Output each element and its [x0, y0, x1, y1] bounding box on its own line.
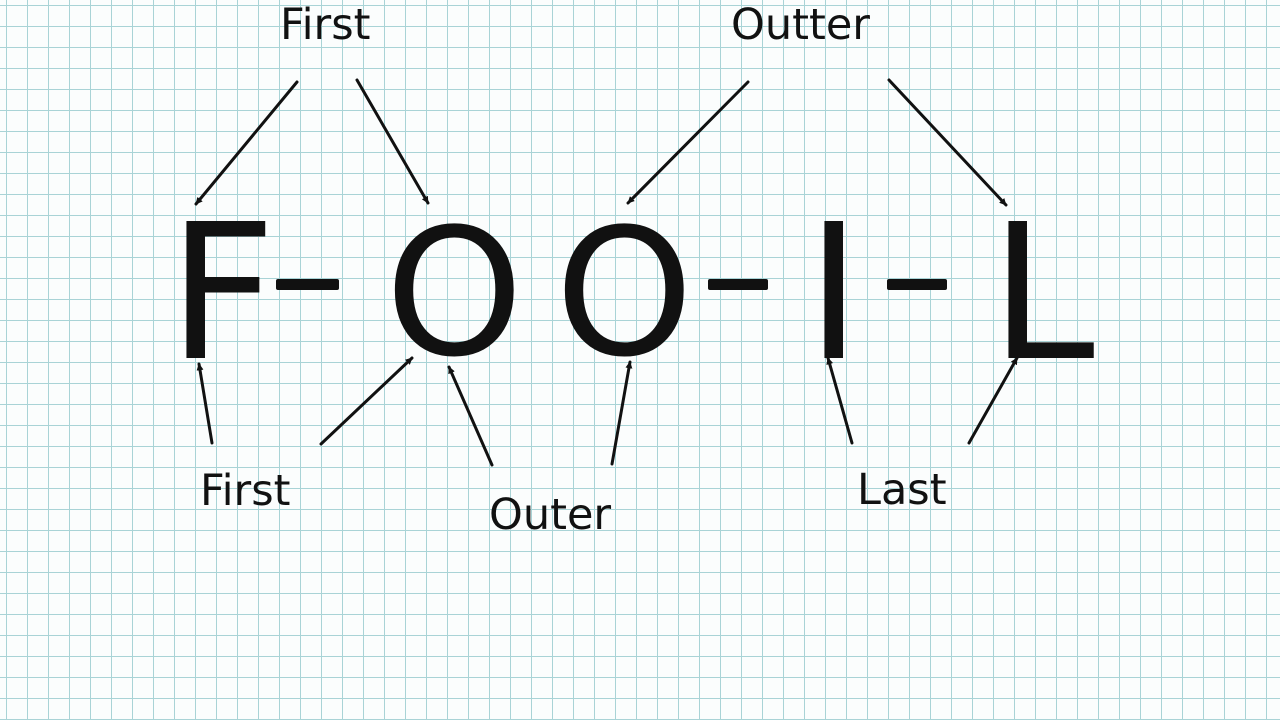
hyphen-2 — [708, 279, 768, 290]
label-bottom-last: Last — [857, 465, 947, 515]
arrow-bottom-outer-to-o2 — [610, 360, 633, 466]
letter-o-first: O — [385, 191, 524, 396]
letter-i: I — [806, 184, 862, 403]
arrow-top-outter-to-l — [887, 78, 1008, 207]
letter-f: F — [168, 184, 277, 403]
label-top-first: First — [280, 0, 371, 50]
arrow-bottom-first-to-o1 — [319, 356, 414, 446]
label-bottom-first: First — [200, 466, 291, 516]
arrow-bottom-last-to-i — [826, 356, 854, 445]
letter-o-second: O — [555, 191, 694, 396]
arrow-top-first-to-o1 — [355, 78, 430, 205]
label-top-outter: Outter — [731, 0, 870, 50]
arrow-bottom-last-to-l — [967, 356, 1019, 445]
arrow-top-outter-to-o2 — [626, 80, 750, 205]
arrow-bottom-first-to-f — [196, 362, 214, 445]
label-bottom-outer: Outer — [489, 490, 612, 540]
arrow-top-first-to-f — [194, 80, 299, 206]
arrow-bottom-outer-to-o1 — [447, 365, 494, 467]
hyphen-3 — [887, 279, 947, 290]
letter-l: L — [990, 184, 1095, 403]
hyphen-1 — [276, 279, 339, 290]
